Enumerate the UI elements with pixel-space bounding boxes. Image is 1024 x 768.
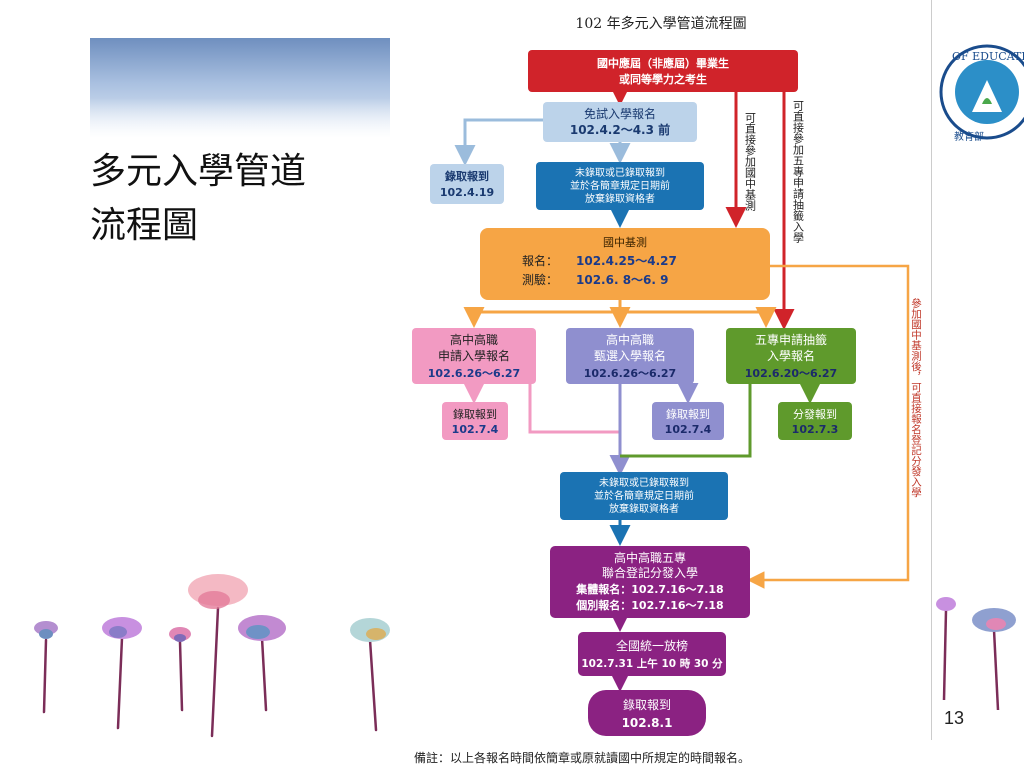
exempt-result-line2: 102.4.19 <box>440 186 494 199</box>
exempt-line2: 102.4.2～4.3 前 <box>570 122 670 137</box>
apply-result-node: 錄取報到 102.7.4 <box>442 402 508 440</box>
five-line3: 102.6.20～6.27 <box>745 367 837 380</box>
five-line2: 入學報名 <box>767 348 815 363</box>
start-line2: 或同等學力之考生 <box>619 72 707 86</box>
exempt-giveup-line1: 未錄取或已錄取報到 <box>575 166 665 179</box>
giveup2-line1: 未錄取或已錄取報到 <box>599 476 689 489</box>
exempt-giveup-line3: 放棄錄取資格者 <box>585 192 655 205</box>
exam-title: 國中基測 <box>603 235 647 249</box>
select-line3: 102.6.26～6.27 <box>584 367 676 380</box>
select-result-line2: 102.7.4 <box>665 423 712 436</box>
release-line1: 全國統一放榜 <box>616 638 688 653</box>
side-label-1-text: 可直接參加國中基測 <box>744 112 757 212</box>
slide-title: 多元入學管道 流程圖 <box>90 145 306 253</box>
side-label-five-year: 可直接參加五專申請抽籤入學 <box>792 100 805 244</box>
side-label-joint: 參加國中基測後，可直接報名登記分發入學 <box>910 297 922 498</box>
exempt-giveup-line2: 並於各簡章規定日期前 <box>570 179 670 192</box>
select-result-node: 錄取報到 102.7.4 <box>652 402 724 440</box>
exam-test-date: 102.6. 8～6. 9 <box>576 273 668 287</box>
five-result-line1: 分發報到 <box>793 407 837 421</box>
apply-admission-node: 高中高職 申請入學報名 102.6.26～6.27 <box>412 328 536 384</box>
joint-line3: 集體報名：102.7.16～7.18 <box>575 582 723 596</box>
admission-flowchart: 102 年多元入學管道流程圖 <box>412 15 922 765</box>
seal-text-bottom: 教育部 <box>954 130 984 143</box>
final-line1: 錄取報到 <box>623 697 671 712</box>
exam-reg-label: 報名： <box>522 253 558 268</box>
flower-decoration-right <box>936 597 1016 711</box>
joint-registration-node: 高中高職五專 聯合登記分發入學 集體報名：102.7.16～7.18 個別報名：… <box>550 546 750 618</box>
apply-line3: 102.6.26～6.27 <box>428 367 520 380</box>
side-label-2-text: 可直接參加五專申請抽籤入學 <box>792 100 805 244</box>
exempt-line1: 免試入學報名 <box>584 106 656 121</box>
exempt-registration-node: 免試入學報名 102.4.2～4.3 前 <box>543 102 697 142</box>
five-year-admission-node: 五專申請抽籤 入學報名 102.6.20～6.27 <box>726 328 856 384</box>
giveup2-line3: 放棄錄取資格者 <box>609 502 679 515</box>
slide-title-line2: 流程圖 <box>90 205 199 246</box>
exam-reg-date: 102.4.25～4.27 <box>576 254 677 268</box>
giveup-node: 未錄取或已錄取報到 並於各簡章規定日期前 放棄錄取資格者 <box>560 472 728 520</box>
apply-line1: 高中高職 <box>450 332 498 347</box>
side-label-3-text: 參加國中基測後，可直接報名登記分發入學 <box>910 297 922 498</box>
joint-line4: 個別報名：102.7.16～7.18 <box>575 598 723 612</box>
flower-stems <box>42 606 378 738</box>
page-number: 13 <box>944 708 965 728</box>
select-result-line1: 錄取報到 <box>666 407 710 421</box>
exempt-result-line1: 錄取報到 <box>445 169 489 183</box>
sky-banner <box>90 38 390 138</box>
joint-line2: 聯合登記分發入學 <box>602 565 698 580</box>
exam-test-label: 測驗： <box>522 273 558 287</box>
final-enrollment-node: 錄取報到 102.8.1 <box>588 690 706 736</box>
flower-decoration <box>34 574 390 738</box>
five-line1: 五專申請抽籤 <box>755 332 827 347</box>
release-line2: 102.7.31 上午 10 時 30 分 <box>581 657 723 670</box>
apply-result-line1: 錄取報到 <box>453 407 497 421</box>
start-line1: 國中應屆（非應屆）畢業生 <box>597 56 729 70</box>
five-result-line2: 102.7.3 <box>792 423 839 436</box>
select-line1: 高中高職 <box>606 332 654 347</box>
side-label-basic-test: 可直接參加國中基測 <box>744 112 757 212</box>
final-line2: 102.8.1 <box>622 716 673 730</box>
seal-text-top: OF EDUCATION <box>952 50 1024 63</box>
footnote: 備註：以上各報名時間依簡章或原就讀國中所規定的時間報名。 <box>414 750 750 765</box>
exempt-result-node: 錄取報到 102.4.19 <box>430 164 504 204</box>
start-node: 國中應屆（非應屆）畢業生 或同等學力之考生 <box>528 50 798 92</box>
ministry-of-education-seal: OF EDUCATION 教育部 <box>932 42 1024 152</box>
select-line2: 甄選入學報名 <box>594 348 666 363</box>
flower-heads <box>34 574 390 642</box>
five-result-node: 分發報到 102.7.3 <box>778 402 852 440</box>
apply-result-line2: 102.7.4 <box>452 423 499 436</box>
joint-line1: 高中高職五專 <box>614 550 686 565</box>
select-admission-node: 高中高職 甄選入學報名 102.6.26～6.27 <box>566 328 694 384</box>
apply-line2: 申請入學報名 <box>438 348 510 363</box>
basic-test-node: 國中基測 報名： 102.4.25～4.27 測驗： 102.6. 8～6. 9 <box>480 228 770 300</box>
slide-title-line1: 多元入學管道 <box>90 151 307 192</box>
giveup2-line2: 並於各簡章規定日期前 <box>594 489 694 502</box>
flowchart-heading: 102 年多元入學管道流程圖 <box>575 15 746 32</box>
frame-border-right <box>931 0 932 740</box>
exempt-giveup-node: 未錄取或已錄取報到 並於各簡章規定日期前 放棄錄取資格者 <box>536 162 704 210</box>
release-node: 全國統一放榜 102.7.31 上午 10 時 30 分 <box>578 632 726 676</box>
connectors <box>454 85 910 692</box>
